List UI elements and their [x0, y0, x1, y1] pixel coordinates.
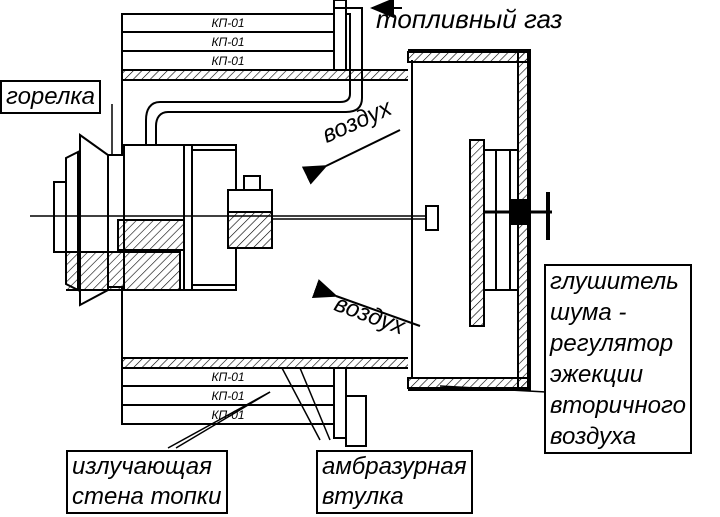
top-brick-rows [121, 13, 335, 71]
radiant-wall-line-1: излучающая [72, 453, 212, 480]
brick-label-top-3: КП-01 [211, 54, 245, 68]
silencer-line-2: шума - [550, 299, 627, 326]
silencer-damper [469, 139, 552, 327]
brick-label-bottom-1: КП-01 [211, 370, 245, 384]
silencer-line-6: воздуха [550, 423, 637, 450]
furnace-wall-bottom [333, 367, 347, 439]
brick-label-bottom-2: КП-01 [211, 389, 245, 403]
embrasure-sleeve-line-2: втулка [322, 483, 404, 510]
fuel-gas-pipe [145, 0, 402, 145]
silencer-line-4: эжекции [550, 361, 644, 388]
air-arrow-bottom [311, 279, 421, 327]
fuel-gas-label: топливный газ [376, 4, 563, 34]
burner-assembly [30, 133, 439, 307]
brick-label-top-2: КП-01 [211, 35, 245, 49]
brick-label-bottom-3: КП-01 [211, 408, 245, 422]
embrasure-sleeve-label: амбразурная втулка [316, 450, 473, 514]
leader-lines [111, 104, 547, 449]
silencer-line-5: вторичного [550, 392, 686, 419]
radiant-wall-label: излучающая стена топки [66, 450, 228, 514]
silencer-line-3: регулятор [550, 330, 674, 357]
air-arrow-top [301, 129, 401, 185]
burner-label: горелка [0, 80, 102, 114]
silencer-label: глушитель шума - регулятор эжекции втори… [544, 264, 692, 454]
embrasure-sleeve-line-1: амбразурная [322, 453, 467, 480]
radiant-wall-line-2: стена топки [72, 483, 222, 510]
brick-label-top-1: КП-01 [211, 16, 245, 30]
furnace-wall-top [333, 0, 347, 71]
silencer-line-1: глушитель [550, 268, 679, 295]
